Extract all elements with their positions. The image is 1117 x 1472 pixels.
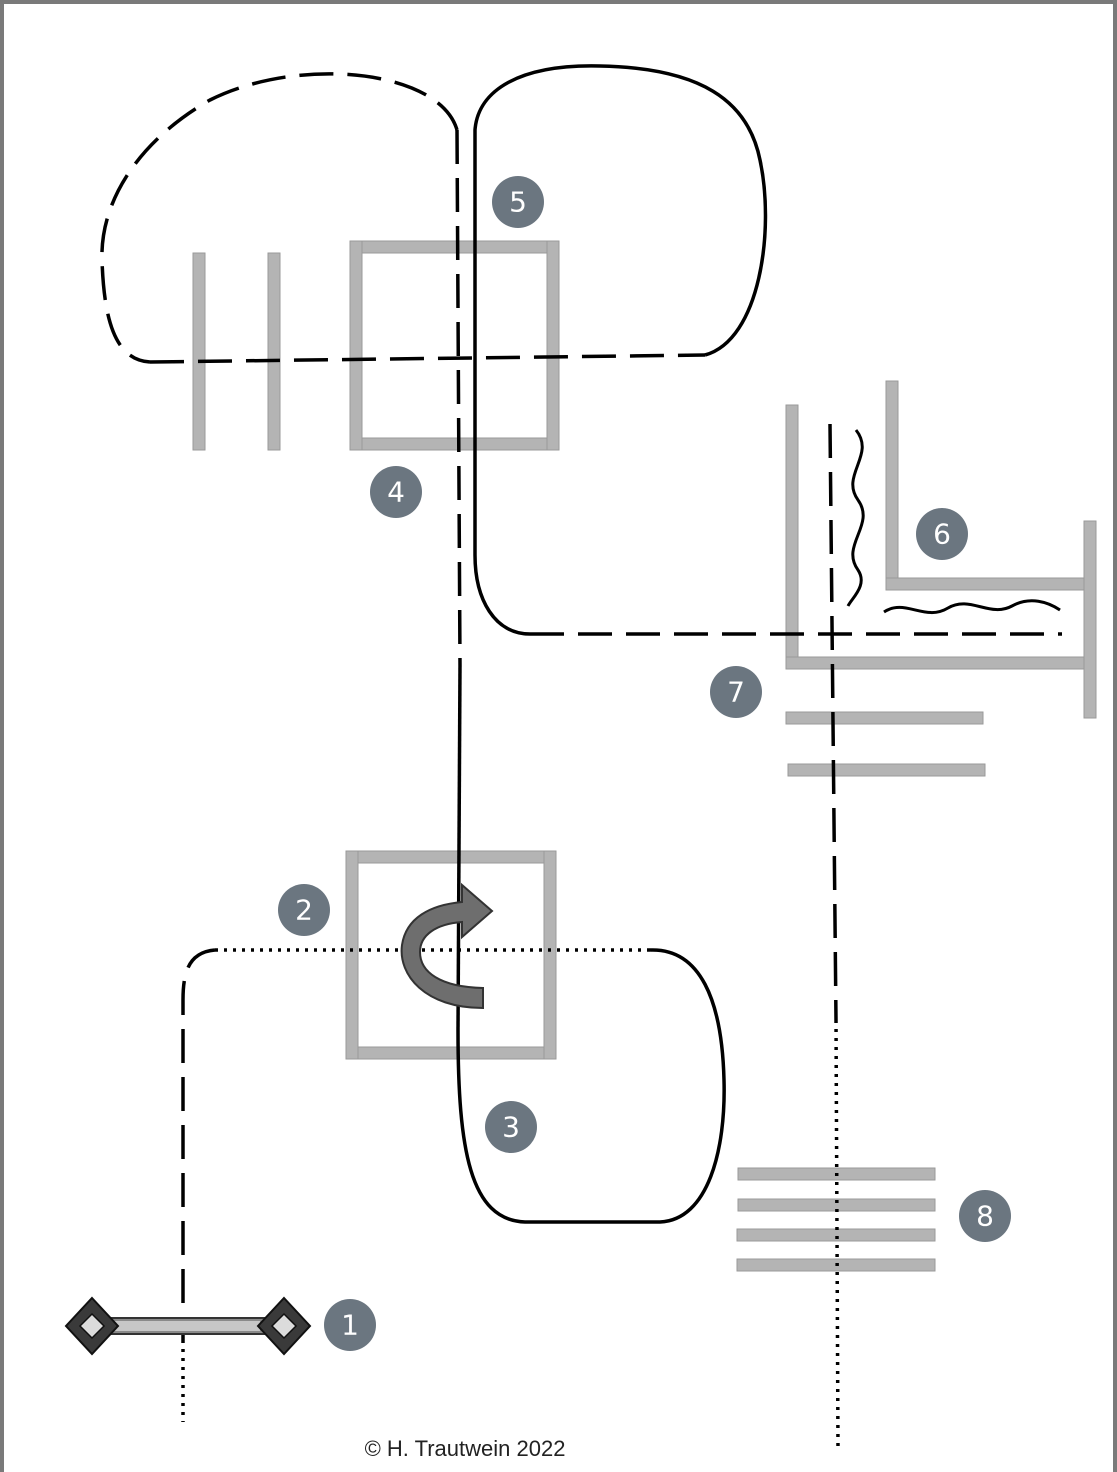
square-upper-left bbox=[349, 240, 363, 451]
marker-4-label: 4 bbox=[387, 476, 405, 509]
gate-bar-right bbox=[267, 252, 281, 451]
route-center-dashed-vertical bbox=[455, 129, 462, 666]
route-upper-horizontal bbox=[149, 353, 706, 364]
route-right-dashed-vertical bbox=[828, 423, 838, 1021]
marker-3: 3 bbox=[485, 1101, 537, 1153]
start-line bbox=[64, 1296, 312, 1356]
corridor-outer-vertical bbox=[785, 404, 799, 668]
route-lower-left-dashed bbox=[181, 948, 216, 1340]
gate-bar-left bbox=[192, 252, 206, 451]
marker-6-label: 6 bbox=[933, 518, 951, 551]
wavy-line-horizontal bbox=[883, 599, 1061, 614]
square-upper-top bbox=[349, 240, 560, 254]
marker-7: 7 bbox=[710, 666, 762, 718]
square-lower-right bbox=[543, 850, 557, 1060]
marker-2-label: 2 bbox=[295, 894, 313, 927]
corridor-inner-horizontal bbox=[885, 577, 1087, 591]
route-upper-right-loop bbox=[473, 64, 768, 636]
corridor-end-post bbox=[1083, 520, 1097, 719]
marker-5: 5 bbox=[492, 176, 544, 228]
route-lower-right-loop bbox=[456, 948, 726, 1224]
wavy-line-vertical bbox=[846, 429, 865, 607]
start-line-bar-inner bbox=[112, 1321, 260, 1331]
turn-arrow-icon bbox=[400, 882, 494, 1010]
pole-7b bbox=[787, 763, 986, 777]
marker-1-label: 1 bbox=[341, 1309, 359, 1342]
route-upper-left-loop bbox=[100, 72, 459, 364]
route-lines bbox=[100, 64, 1062, 1449]
copyright-credit: © H. Trautwein 2022 bbox=[364, 1436, 566, 1461]
marker-7-label: 7 bbox=[727, 676, 745, 709]
marker-5-label: 5 bbox=[509, 186, 527, 219]
pole-7a bbox=[785, 711, 984, 725]
start-post-left-inner bbox=[78, 1312, 106, 1340]
pole-8c bbox=[736, 1228, 936, 1242]
square-lower-bottom bbox=[345, 1046, 557, 1060]
marker-4: 4 bbox=[370, 466, 422, 518]
square-upper-right bbox=[546, 240, 560, 451]
corridor-inner-vertical bbox=[885, 380, 899, 591]
marker-6: 6 bbox=[916, 508, 968, 560]
marker-1: 1 bbox=[324, 1299, 376, 1351]
marker-8: 8 bbox=[959, 1190, 1011, 1242]
square-lower-left bbox=[345, 850, 359, 1060]
square-upper-bottom bbox=[349, 437, 560, 451]
start-post-right-inner bbox=[270, 1312, 298, 1340]
obstacles bbox=[192, 240, 1097, 1272]
route-center-solid-vertical bbox=[456, 664, 462, 1031]
marker-8-label: 8 bbox=[976, 1200, 994, 1233]
marker-2: 2 bbox=[278, 884, 330, 936]
square-lower-top bbox=[345, 850, 557, 864]
marker-badges: 1 2 3 4 5 6 7 8 bbox=[278, 176, 1011, 1351]
marker-3-label: 3 bbox=[502, 1111, 520, 1144]
